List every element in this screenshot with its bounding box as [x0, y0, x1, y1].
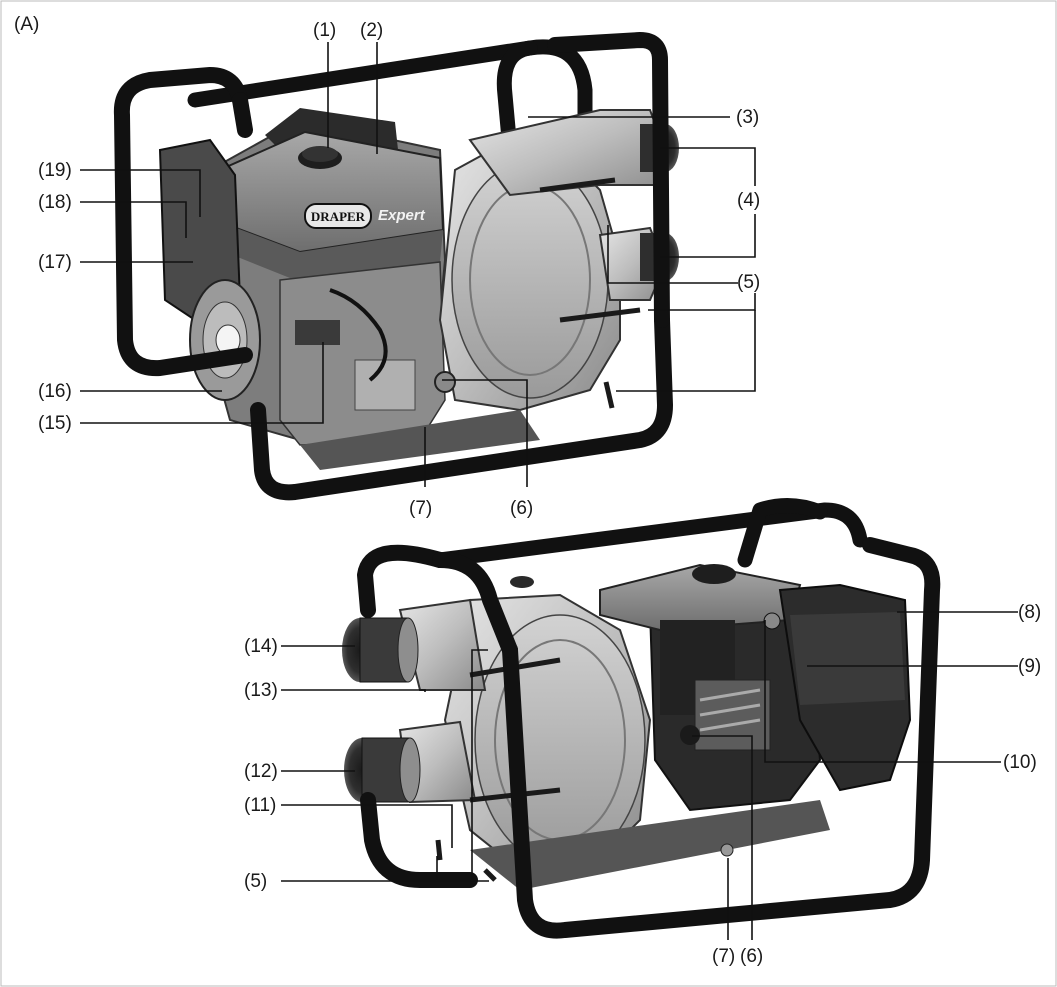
pump-bottom-view [342, 498, 941, 939]
panel-label: (A) [14, 14, 39, 35]
callout-12: (12) [244, 761, 278, 782]
callout-14: (14) [244, 636, 278, 657]
callout-15: (15) [38, 413, 72, 434]
callout-6-top: (6) [510, 498, 533, 519]
callout-1: (1) [313, 20, 336, 41]
brand-badge: DRAPER Expert [304, 203, 426, 229]
callout-8: (8) [1018, 602, 1041, 623]
callout-7-top: (7) [409, 498, 432, 519]
pump-top-view: DRAPER Expert [113, 32, 679, 501]
callout-3: (3) [736, 107, 759, 128]
callout-5-bottom: (5) [244, 871, 267, 892]
callout-11: (11) [244, 795, 276, 816]
callout-16: (16) [38, 381, 72, 402]
callout-10: (10) [1003, 752, 1037, 773]
callout-18: (18) [38, 192, 72, 213]
callout-7-bottom: (7) [712, 946, 735, 967]
callout-2: (2) [360, 20, 383, 41]
callout-17: (17) [38, 252, 72, 273]
fuel-cap-bottom [692, 564, 736, 584]
callout-labels: (A) (1) (2) (3) (4) (5) (6) (7) (19) (18… [14, 14, 1041, 967]
callout-19: (19) [38, 160, 72, 181]
brand-logo-text: DRAPER [311, 209, 366, 224]
callout-4: (4) [737, 190, 760, 211]
callout-6-bottom: (6) [740, 946, 763, 967]
callout-5-top: (5) [737, 272, 760, 293]
brand-line-text: Expert [378, 207, 426, 224]
leader-lines [80, 42, 1018, 940]
callout-13: (13) [244, 680, 278, 701]
callout-9: (9) [1018, 656, 1041, 677]
frame-front-bottom [357, 544, 448, 618]
